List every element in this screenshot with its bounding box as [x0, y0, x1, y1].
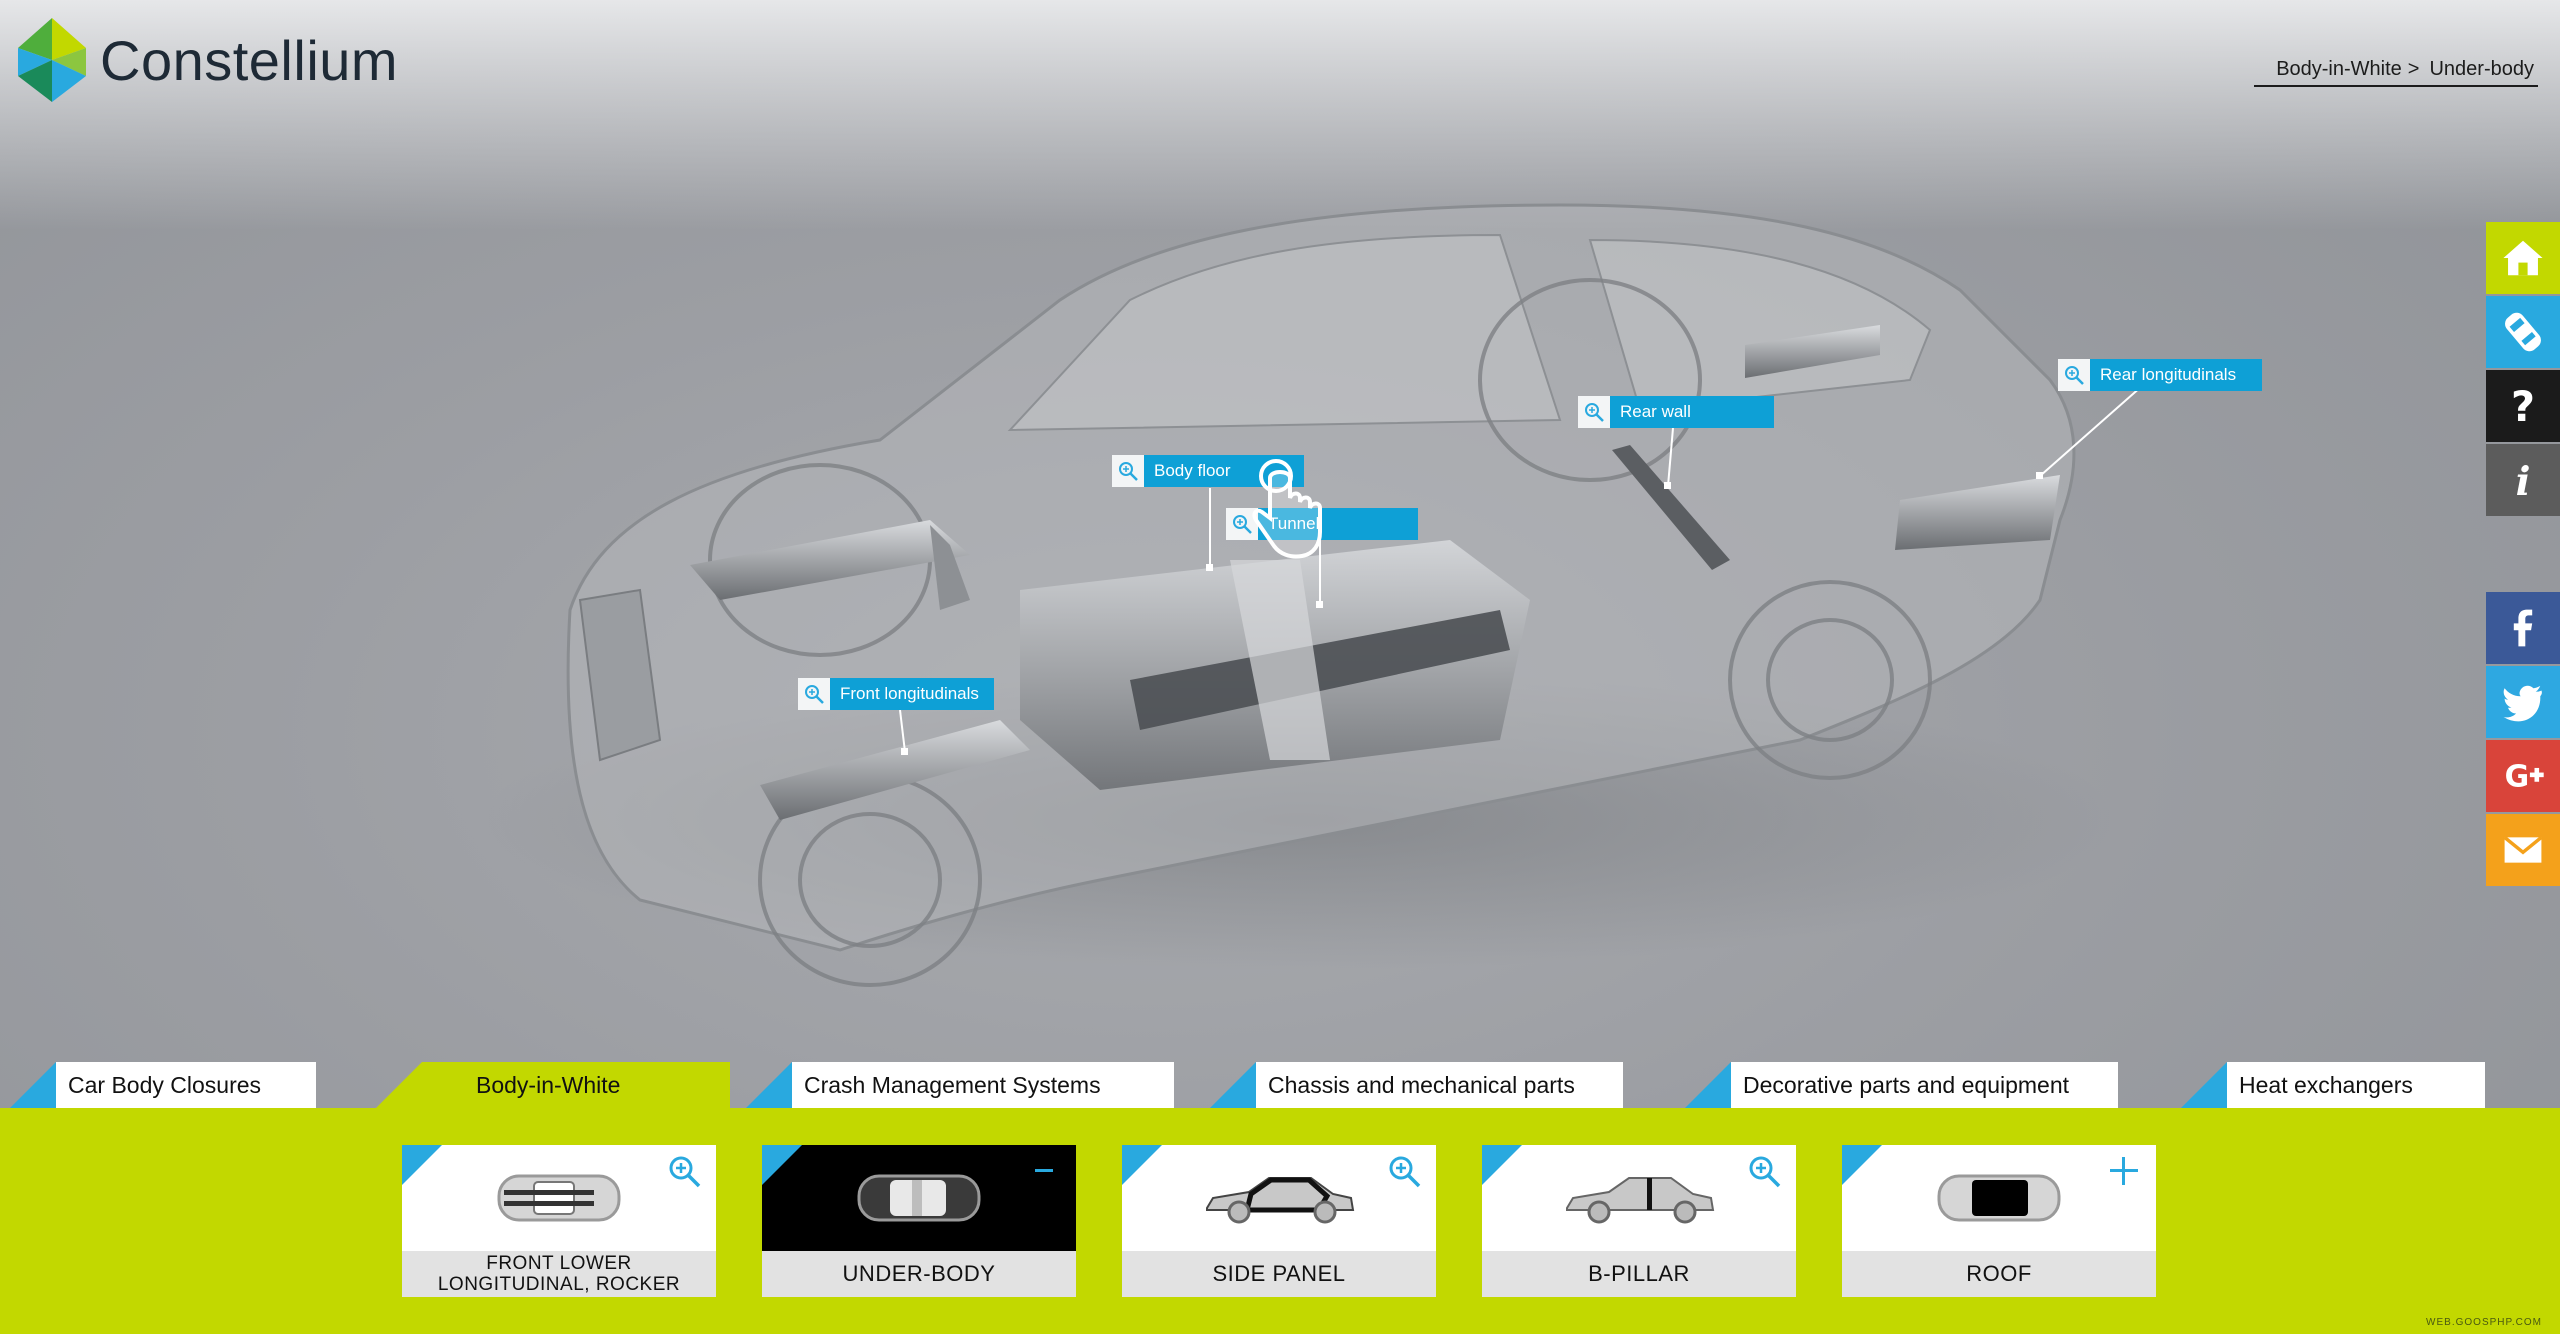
tab-label: Chassis and mechanical parts — [1256, 1062, 1623, 1108]
tab-label: Heat exchangers — [2227, 1062, 2485, 1108]
card-image — [402, 1145, 716, 1251]
breadcrumb: Body-in-White> Under-body — [2254, 58, 2538, 87]
car-sideview-icon — [1206, 1177, 1355, 1224]
breadcrumb-item[interactable]: Body-in-White — [2276, 58, 2402, 80]
brand-name: Constellium — [100, 28, 399, 92]
hand-pointer-icon — [1252, 459, 1322, 559]
card-caption: UNDER-BODY — [762, 1251, 1076, 1297]
hotspot-rear-longitudinals[interactable]: Rear longitudinals — [2058, 359, 2262, 391]
tab-corner — [376, 1062, 422, 1108]
zoom-icon — [798, 678, 830, 710]
zoom-in-icon — [1749, 1156, 1781, 1188]
zoom-in-icon — [1389, 1156, 1421, 1188]
card-caption: ROOF — [1842, 1251, 2156, 1297]
help-icon: ? — [2511, 383, 2535, 429]
hotspot-label: Rear wall — [1620, 402, 1691, 421]
hotspot-label: Rear longitudinals — [2100, 365, 2237, 384]
card-caption: SIDE PANEL — [1122, 1251, 1436, 1297]
tab-label: Body-in-White — [422, 1062, 730, 1108]
zoom-icon — [1578, 396, 1610, 428]
card-corner — [762, 1145, 802, 1185]
card-image — [762, 1145, 1076, 1251]
help-button[interactable]: ? — [2486, 370, 2560, 442]
svg-text:?: ? — [2511, 383, 2535, 429]
hotspot-front-longitudinals[interactable]: Front longitudinals — [798, 678, 994, 710]
facebook-icon — [2513, 609, 2533, 647]
tab-corner — [2181, 1062, 2227, 1108]
hotspot-label: Tunnel — [1268, 514, 1320, 533]
card-corner — [1482, 1145, 1522, 1185]
info-button[interactable]: i — [2486, 444, 2560, 516]
tab-label: Crash Management Systems — [792, 1062, 1174, 1108]
car-xray-illustration — [480, 203, 2120, 987]
car-topview-icon — [857, 1174, 981, 1222]
svg-text:i: i — [2516, 459, 2531, 503]
plus-icon — [2110, 1157, 2138, 1185]
card-caption: B-PILLAR — [1482, 1251, 1796, 1297]
hotspot-label: Body floor — [1154, 461, 1231, 480]
tab-corner — [1210, 1062, 1256, 1108]
facebook-share-button[interactable] — [2486, 592, 2560, 664]
google-plus-icon: G — [2505, 759, 2544, 794]
card-under-body[interactable]: UNDER-BODY — [762, 1145, 1076, 1297]
card-roof[interactable]: ROOF — [1842, 1145, 2156, 1297]
car-topview-icon — [1937, 1174, 2061, 1222]
zoom-in-button[interactable] — [1384, 1151, 1424, 1191]
home-button[interactable] — [2486, 222, 2560, 294]
hotspot-rear-wall[interactable]: Rear wall — [1578, 396, 1774, 428]
header-fade — [0, 0, 2560, 230]
twitter-share-button[interactable] — [2486, 666, 2560, 738]
card-corner — [402, 1145, 442, 1185]
zoom-icon — [1112, 455, 1144, 487]
card-corner — [1842, 1145, 1882, 1185]
hotspot-label: Front longitudinals — [840, 684, 979, 703]
tab-label: Decorative parts and equipment — [1731, 1062, 2118, 1108]
twitter-icon — [2503, 685, 2542, 722]
car-sideview-icon — [1566, 1177, 1715, 1224]
breadcrumb-item-current: Under-body — [2429, 58, 2534, 80]
zoom-in-icon — [669, 1156, 701, 1188]
zoom-icon — [2058, 359, 2090, 391]
svg-text:G: G — [2505, 759, 2530, 794]
constellium-logo[interactable]: Constellium — [18, 18, 398, 102]
minus-icon — [1035, 1169, 1053, 1172]
zoom-in-button[interactable] — [1744, 1151, 1784, 1191]
card-image — [1482, 1145, 1796, 1251]
email-icon — [2503, 836, 2543, 863]
logo-mark-icon — [18, 18, 86, 102]
card-image — [1122, 1145, 1436, 1251]
home-icon — [2503, 240, 2543, 276]
watermark: WEB.GOOSPHP.COM — [2426, 1317, 2542, 1328]
car-view-button[interactable] — [2486, 296, 2560, 368]
tab-corner — [1685, 1062, 1731, 1108]
card-b-pillar[interactable]: B-PILLAR — [1482, 1145, 1796, 1297]
tab-label: Car Body Closures — [56, 1062, 316, 1108]
collapse-button[interactable] — [1024, 1151, 1064, 1191]
card-corner — [1122, 1145, 1162, 1185]
tab-corner — [10, 1062, 56, 1108]
car-view-icon — [2505, 312, 2541, 352]
google-plus-share-button[interactable]: G — [2486, 740, 2560, 812]
expand-button[interactable] — [2104, 1151, 2144, 1191]
tab-corner — [746, 1062, 792, 1108]
card-side-panel[interactable]: SIDE PANEL — [1122, 1145, 1436, 1297]
zoom-in-button[interactable] — [664, 1151, 704, 1191]
card-image — [1842, 1145, 2156, 1251]
car-topview-icon — [497, 1174, 621, 1222]
info-icon: i — [2516, 459, 2531, 503]
breadcrumb-separator: > — [2407, 58, 2420, 80]
email-share-button[interactable] — [2486, 814, 2560, 886]
